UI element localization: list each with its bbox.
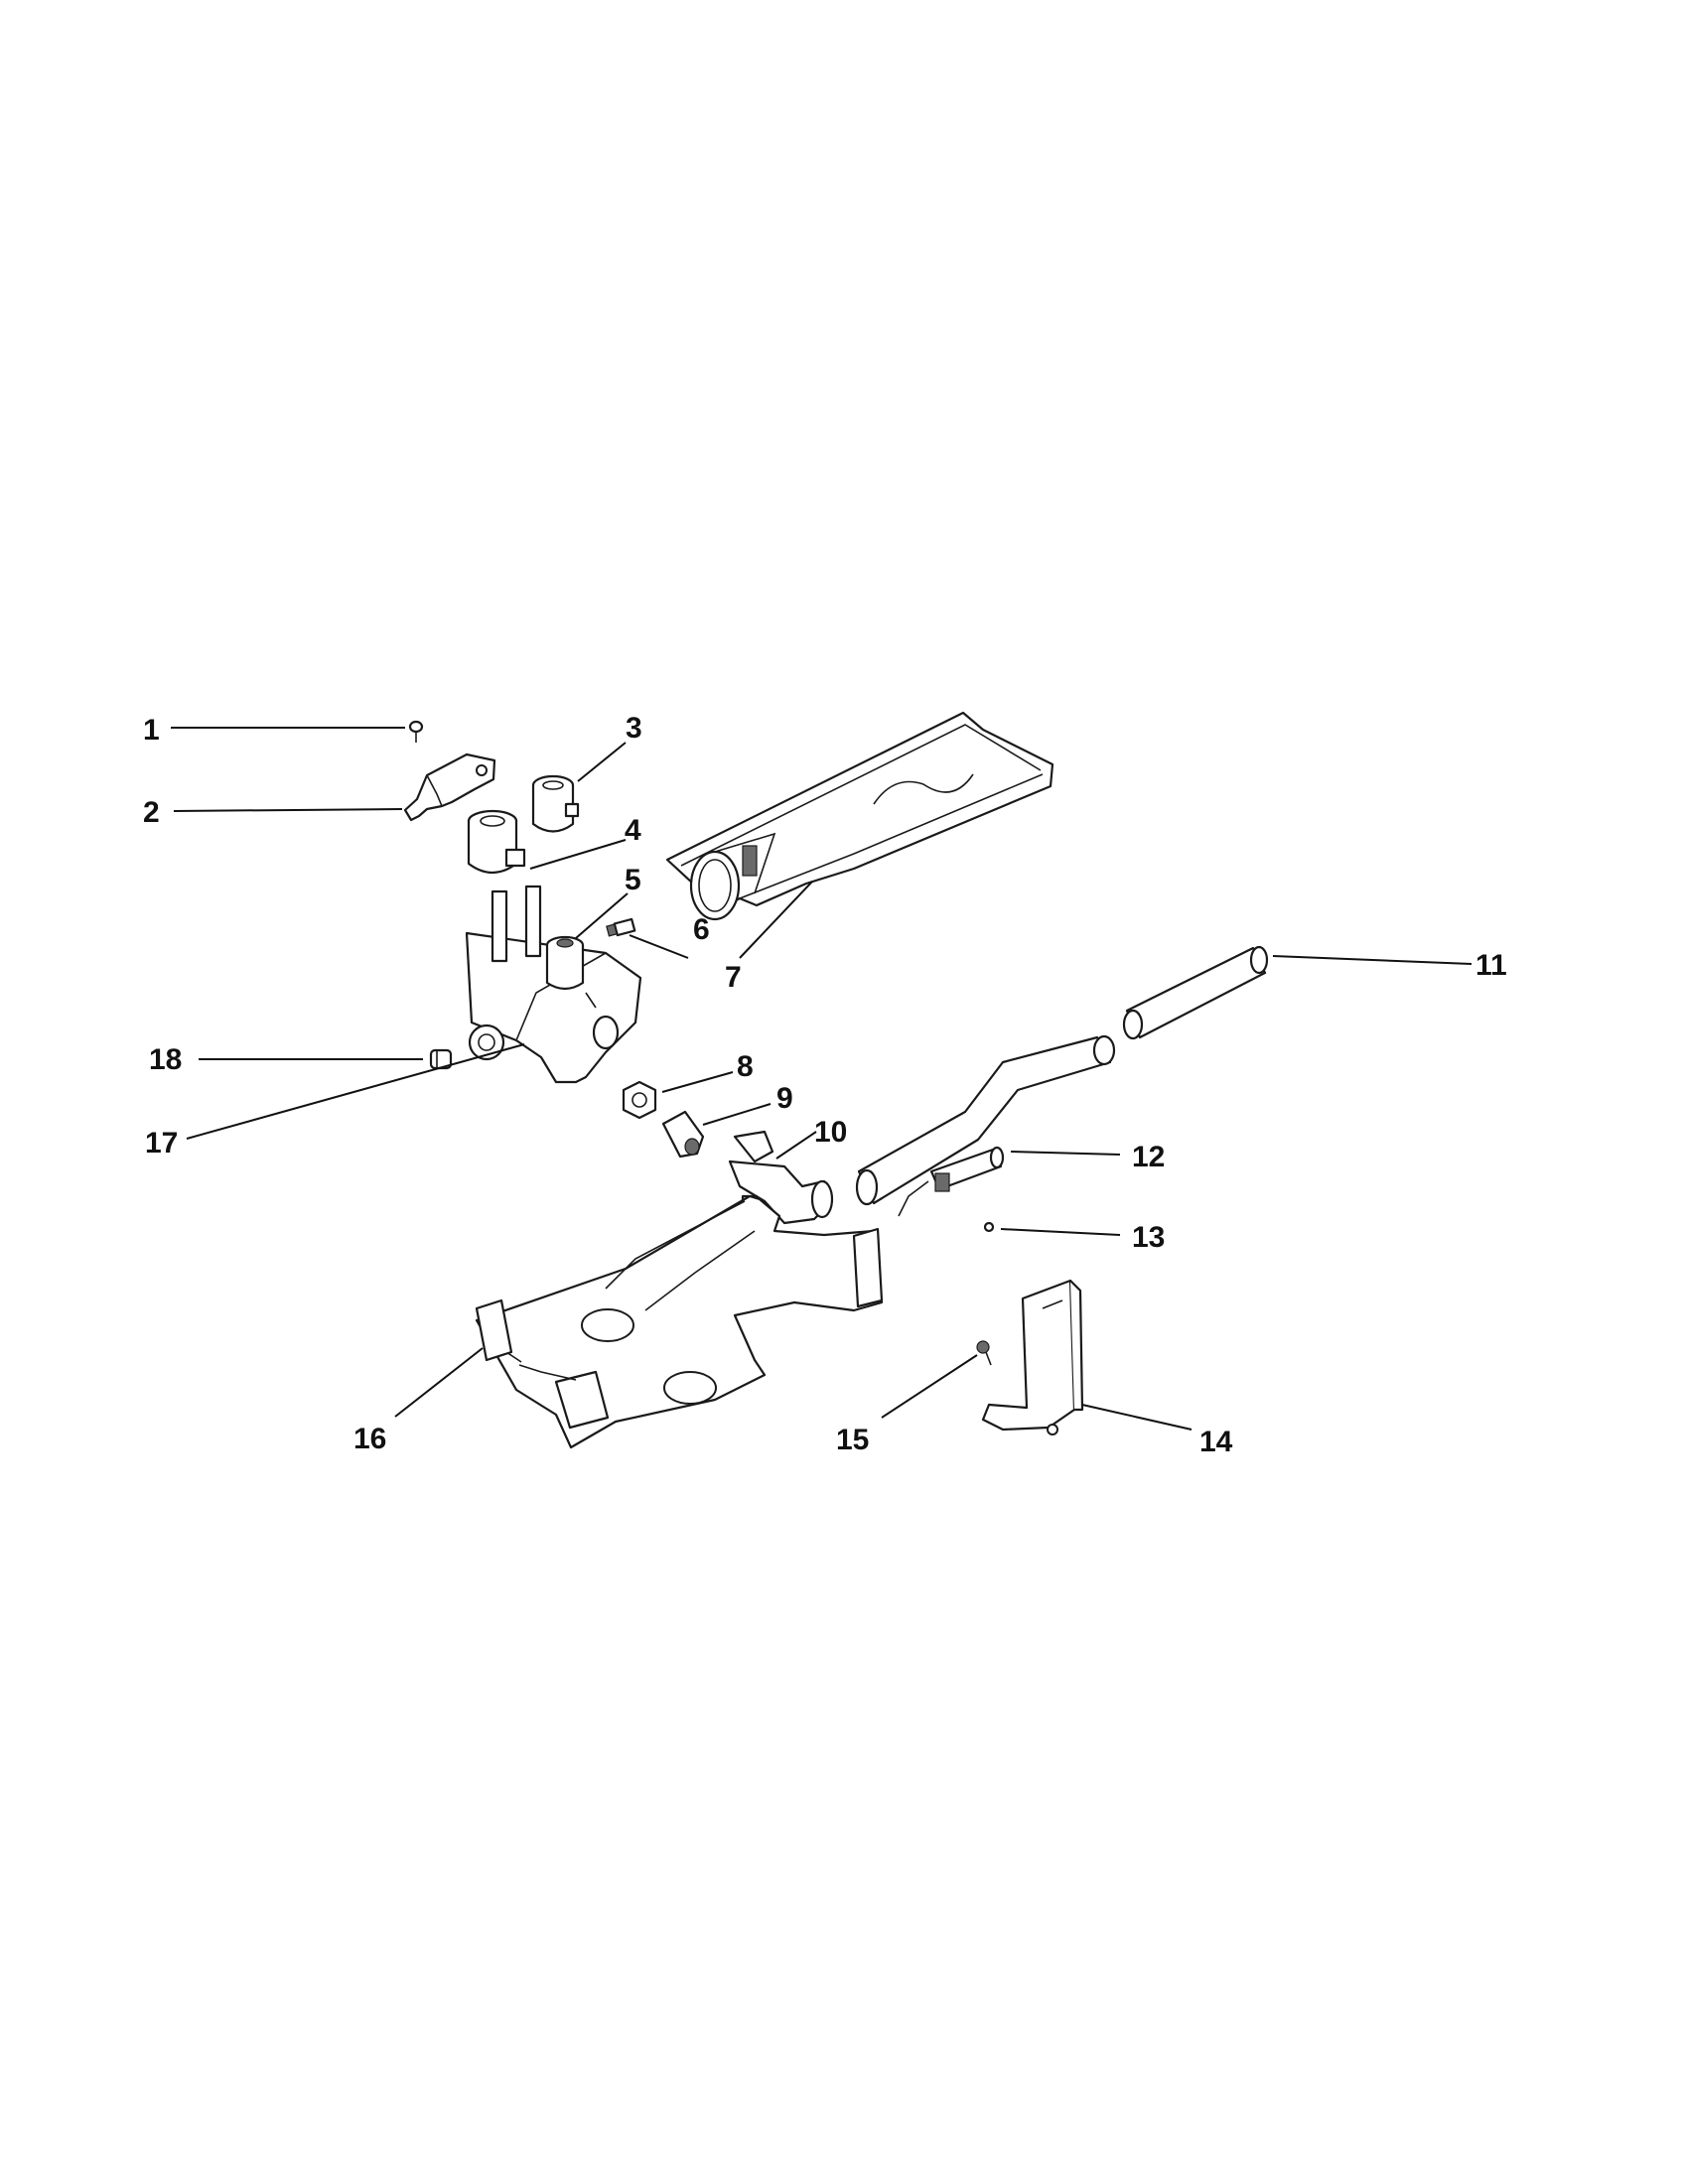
label-18: 18 <box>149 1043 182 1076</box>
leader-4 <box>529 839 627 870</box>
leader-5 <box>575 892 629 939</box>
leader-7 <box>739 881 813 959</box>
leader-11 <box>1272 955 1473 965</box>
part-3-solenoid-coil <box>531 774 580 833</box>
label-3: 3 <box>626 712 642 745</box>
leader-13 <box>1000 1228 1121 1236</box>
part-11-tube <box>855 945 1269 1206</box>
leader-8 <box>661 1071 734 1093</box>
label-13: 13 <box>1132 1221 1165 1254</box>
part-6-fitting <box>606 917 636 937</box>
leader-10 <box>775 1131 817 1160</box>
part-9-ferrule <box>661 1110 705 1159</box>
part-2-bracket <box>403 752 496 822</box>
leader-9 <box>702 1103 772 1126</box>
label-5: 5 <box>625 864 641 896</box>
label-8: 8 <box>737 1050 754 1083</box>
part-12-sensor <box>898 1146 1005 1217</box>
leader-15 <box>881 1354 978 1419</box>
part-13-screw <box>983 1221 995 1233</box>
part-4-solenoid-coil <box>467 809 526 875</box>
part-14-bracket <box>981 1279 1084 1435</box>
leader-14 <box>1081 1404 1193 1431</box>
label-12: 12 <box>1132 1141 1165 1173</box>
label-15: 15 <box>836 1424 869 1456</box>
label-14: 14 <box>1199 1426 1233 1458</box>
part-8-nut <box>622 1080 657 1120</box>
label-6: 6 <box>693 913 710 946</box>
leader-17 <box>186 1043 525 1140</box>
label-17: 17 <box>145 1127 178 1160</box>
leader-3 <box>577 742 627 782</box>
leader-2 <box>173 808 403 812</box>
part-5-plunger <box>545 935 585 991</box>
label-2: 2 <box>143 796 160 829</box>
part-7-tray <box>665 711 1054 921</box>
part-15-screw <box>976 1340 992 1366</box>
leader-16 <box>394 1347 484 1418</box>
leader-12 <box>1010 1151 1121 1156</box>
label-1: 1 <box>143 714 160 747</box>
part-16-base-plate <box>475 1194 884 1449</box>
part-1-screw <box>408 720 424 743</box>
label-7: 7 <box>725 961 742 994</box>
part-18-cap <box>429 1048 453 1070</box>
label-10: 10 <box>814 1116 847 1149</box>
label-11: 11 <box>1475 949 1507 982</box>
label-4: 4 <box>625 814 641 847</box>
label-9: 9 <box>776 1082 793 1115</box>
label-16: 16 <box>353 1423 386 1455</box>
leader-6 <box>629 934 689 959</box>
